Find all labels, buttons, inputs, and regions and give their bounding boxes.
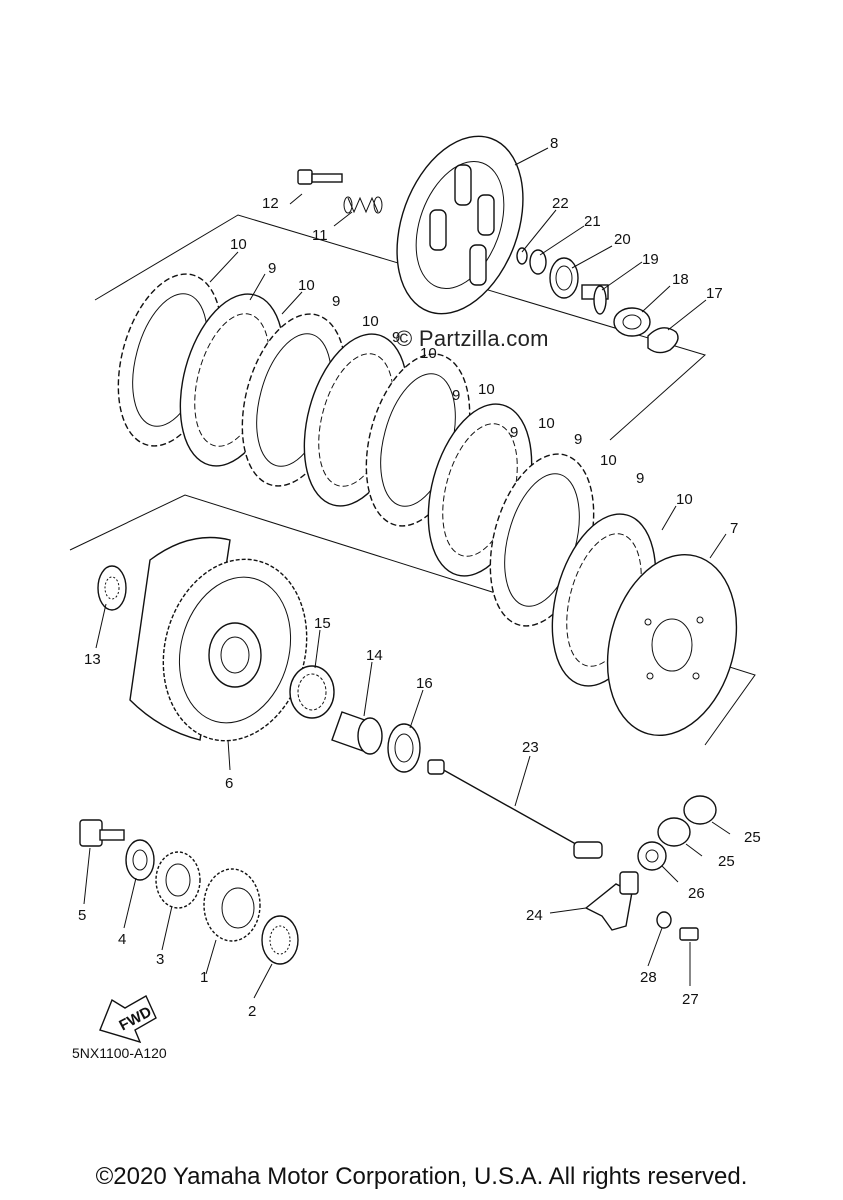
callout-2: 2 — [248, 1003, 256, 1020]
spacer-14 — [331, 711, 383, 755]
bearing-2 — [261, 915, 299, 965]
callout-26: 26 — [688, 885, 705, 902]
callout-10d: 10 — [420, 345, 437, 362]
gear-1 — [203, 868, 261, 942]
bearing-15 — [289, 665, 335, 719]
callout-23: 23 — [522, 739, 539, 756]
callout-17: 17 — [706, 285, 723, 302]
bolt-27 — [679, 927, 699, 941]
callout-10e: 10 — [478, 381, 495, 398]
callout-16: 16 — [416, 675, 433, 692]
callout-10g: 10 — [600, 452, 617, 469]
callout-10c: 10 — [362, 313, 379, 330]
callout-18: 18 — [672, 271, 689, 288]
clutch-exploded-diagram: FWD 1 2 3 — [69, 135, 761, 1044]
callout-5: 5 — [78, 907, 86, 924]
callout-6: 6 — [225, 775, 233, 792]
callout-12: 12 — [262, 195, 279, 212]
callout-13: 13 — [84, 651, 101, 668]
callout-21: 21 — [584, 213, 601, 230]
callout-11: 11 — [312, 227, 328, 244]
callout-27: 27 — [682, 991, 699, 1008]
bolt-5 — [79, 819, 125, 847]
bolt-12 — [297, 169, 343, 185]
callout-10b: 10 — [298, 277, 315, 294]
clutch-plate-stack — [117, 273, 657, 687]
washer-28 — [656, 911, 672, 929]
callout-8: 8 — [550, 135, 558, 152]
callout-1: 1 — [200, 969, 208, 986]
bearing-25b — [657, 817, 691, 847]
push-rod-23 — [427, 759, 603, 859]
copyright-notice: ©2020 Yamaha Motor Corporation, U.S.A. A… — [95, 1163, 748, 1190]
washer-16 — [387, 723, 421, 773]
callout-28: 28 — [640, 969, 657, 986]
callout-3: 3 — [156, 951, 164, 968]
clutch-housing — [129, 536, 308, 742]
oil-seal-26 — [637, 841, 667, 871]
lever-assembly-24 — [584, 871, 639, 931]
gear-3 — [155, 851, 201, 909]
clutch-boss — [606, 553, 738, 737]
callout-24: 24 — [526, 907, 543, 924]
callout-9c: 9 — [392, 329, 400, 346]
diagram-code: 5NX1100-A120 — [72, 1045, 167, 1061]
spring-11 — [343, 196, 383, 214]
leader-lines — [83, 147, 731, 999]
callout-10h: 10 — [676, 491, 693, 508]
fwd-arrow-icon: FWD — [99, 995, 157, 1044]
bearing-25a — [683, 795, 717, 825]
callout-9g: 9 — [636, 470, 644, 487]
pressure-plate — [396, 135, 524, 315]
callout-15: 15 — [314, 615, 331, 632]
callout-labels: 1 2 3 4 5 6 7 8 9 9 9 9 9 9 9 10 10 10 1… — [78, 135, 761, 1020]
callout-10a: 10 — [230, 236, 247, 253]
callout-20: 20 — [614, 231, 631, 248]
callout-9a: 9 — [268, 260, 276, 277]
washer-4 — [125, 839, 155, 881]
callout-14: 14 — [366, 647, 383, 664]
callout-4: 4 — [118, 931, 126, 948]
callout-10f: 10 — [538, 415, 555, 432]
callout-19: 19 — [642, 251, 659, 268]
small-parts-17-22 — [516, 247, 679, 354]
callout-7: 7 — [730, 520, 738, 537]
callout-9e: 9 — [510, 424, 518, 441]
watermark: © Partzilla.com — [396, 326, 549, 351]
thrust-washer-13 — [97, 565, 127, 611]
callout-22: 22 — [552, 195, 569, 212]
callout-9d: 9 — [452, 387, 460, 404]
callout-25b: 25 — [718, 853, 735, 870]
callout-25a: 25 — [744, 829, 761, 846]
callout-9f: 9 — [574, 431, 582, 448]
callout-9b: 9 — [332, 293, 340, 310]
